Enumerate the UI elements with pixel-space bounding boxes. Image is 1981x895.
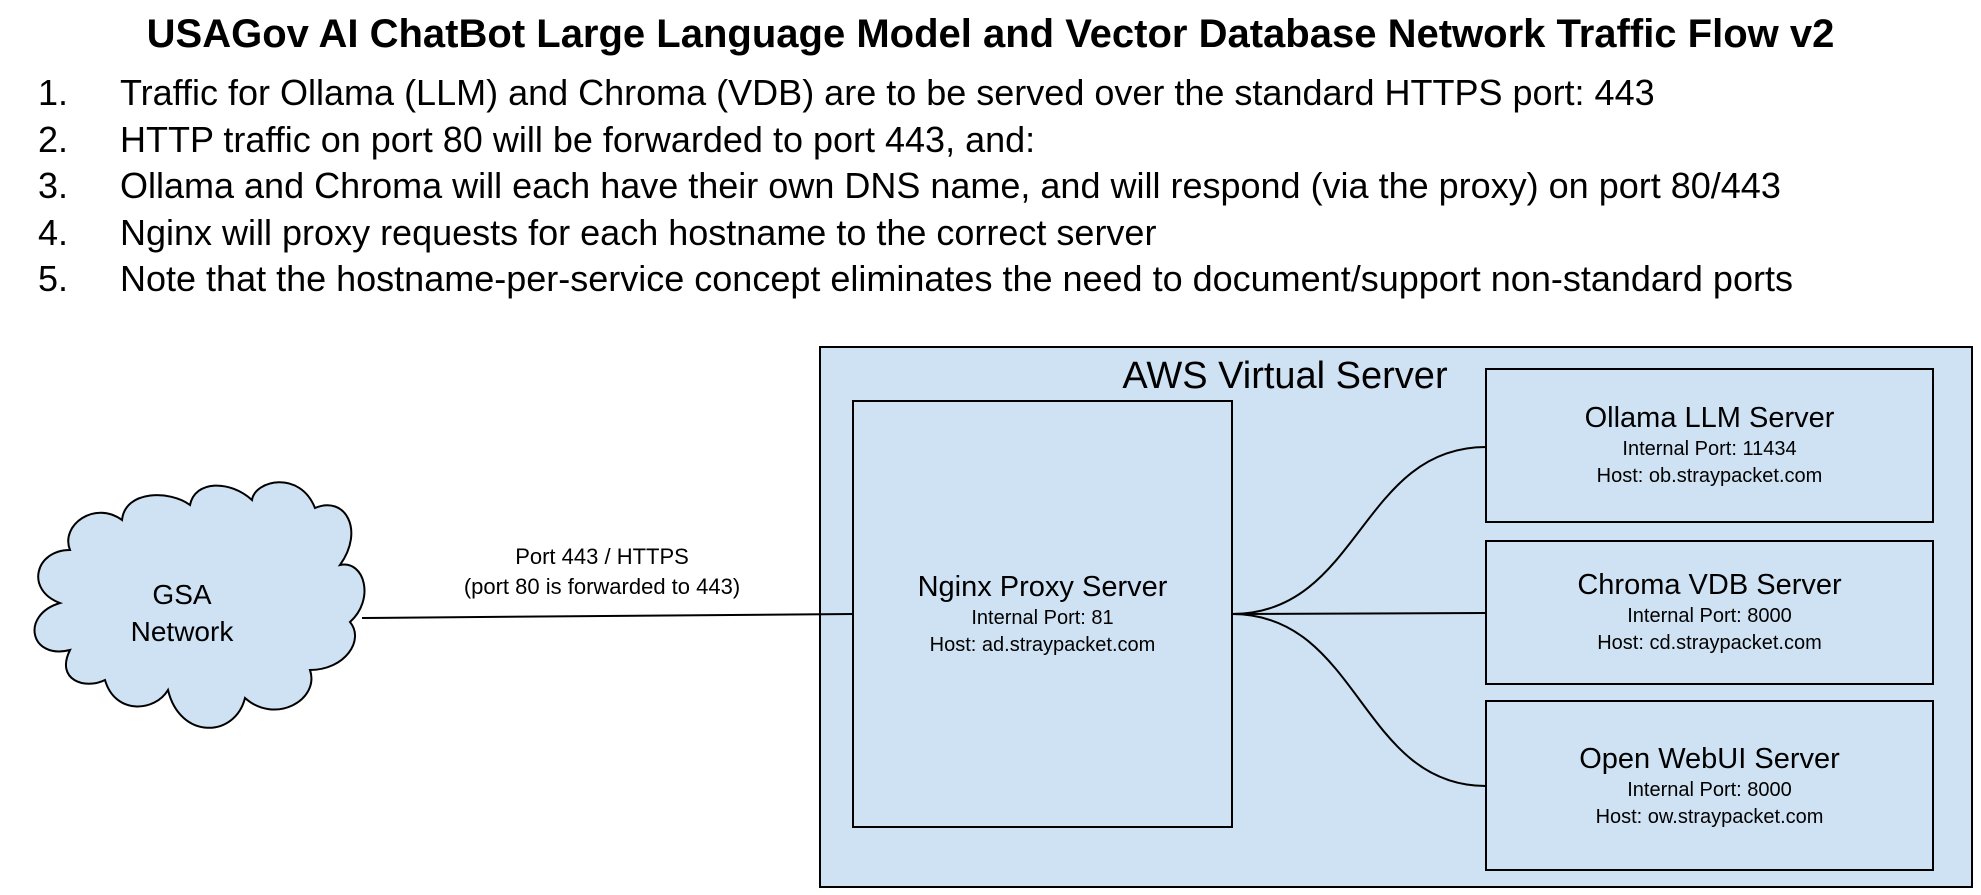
webui-host: Host: ow.straypacket.com (1595, 806, 1824, 828)
nginx-host: Host: ad.straypacket.com (929, 634, 1156, 656)
note-number: 1. (38, 72, 69, 113)
aws-virtual-server-label: AWS Virtual Server (1122, 355, 1448, 397)
open-webui-server-label: Open WebUI Server Internal Port: 8000 Ho… (1486, 741, 1933, 831)
ollama-title: Ollama LLM Server (1584, 402, 1835, 434)
note-text: Note that the hostname-per-service conce… (120, 258, 1793, 299)
ollama-port: Internal Port: 11434 (1622, 438, 1797, 460)
gsa-network-cloud-icon (33, 481, 366, 729)
note-text: Ollama and Chroma will each have their o… (120, 165, 1781, 206)
open-webui-server-box (1485, 700, 1934, 871)
note-number: 5. (38, 258, 69, 299)
nginx-title: Nginx Proxy Server (917, 571, 1168, 603)
nginx-proxy-server-label: Nginx Proxy Server Internal Port: 81 Hos… (853, 569, 1232, 659)
note-text: Traffic for Ollama (LLM) and Chroma (VDB… (120, 72, 1655, 113)
note-number: 3. (38, 165, 69, 206)
chroma-vdb-server-label: Chroma VDB Server Internal Port: 8000 Ho… (1486, 567, 1933, 657)
link-label: Port 443 / HTTPS (port 80 is forwarded t… (402, 542, 802, 602)
gsa-to-nginx-link (361, 613, 854, 619)
chroma-port: Internal Port: 8000 (1627, 605, 1792, 627)
nginx-to-webui-connector (1231, 613, 1487, 787)
note-number: 4. (38, 211, 69, 253)
chroma-host: Host: cd.straypacket.com (1597, 632, 1822, 654)
nginx-to-chroma-connector (1231, 612, 1487, 615)
nginx-to-ollama-connector (1231, 446, 1487, 615)
gsa-network-label: GSA Network (92, 576, 272, 650)
gsa-label-line1: GSA (152, 579, 212, 610)
ollama-host: Host: ob.straypacket.com (1596, 465, 1823, 487)
link-label-line1: Port 443 / HTTPS (515, 544, 689, 569)
link-label-line2: (port 80 is forwarded to 443) (463, 574, 741, 599)
ollama-llm-server-box (1485, 368, 1934, 523)
ollama-llm-server-label: Ollama LLM Server Internal Port: 11434 H… (1486, 400, 1933, 490)
chroma-vdb-server-box (1485, 540, 1934, 685)
note-number: 2. (38, 118, 69, 160)
gsa-label-line2: Network (130, 616, 234, 647)
note-text: Nginx will proxy requests for each hostn… (120, 211, 1157, 253)
note-text: HTTP traffic on port 80 will be forwarde… (120, 118, 1036, 160)
chroma-title: Chroma VDB Server (1577, 569, 1842, 601)
webui-port: Internal Port: 8000 (1627, 779, 1792, 801)
diagram-title: USAGov AI ChatBot Large Language Model a… (146, 12, 1835, 56)
webui-title: Open WebUI Server (1579, 743, 1840, 775)
nginx-proxy-server-box (852, 400, 1233, 828)
nginx-port: Internal Port: 81 (971, 607, 1114, 629)
